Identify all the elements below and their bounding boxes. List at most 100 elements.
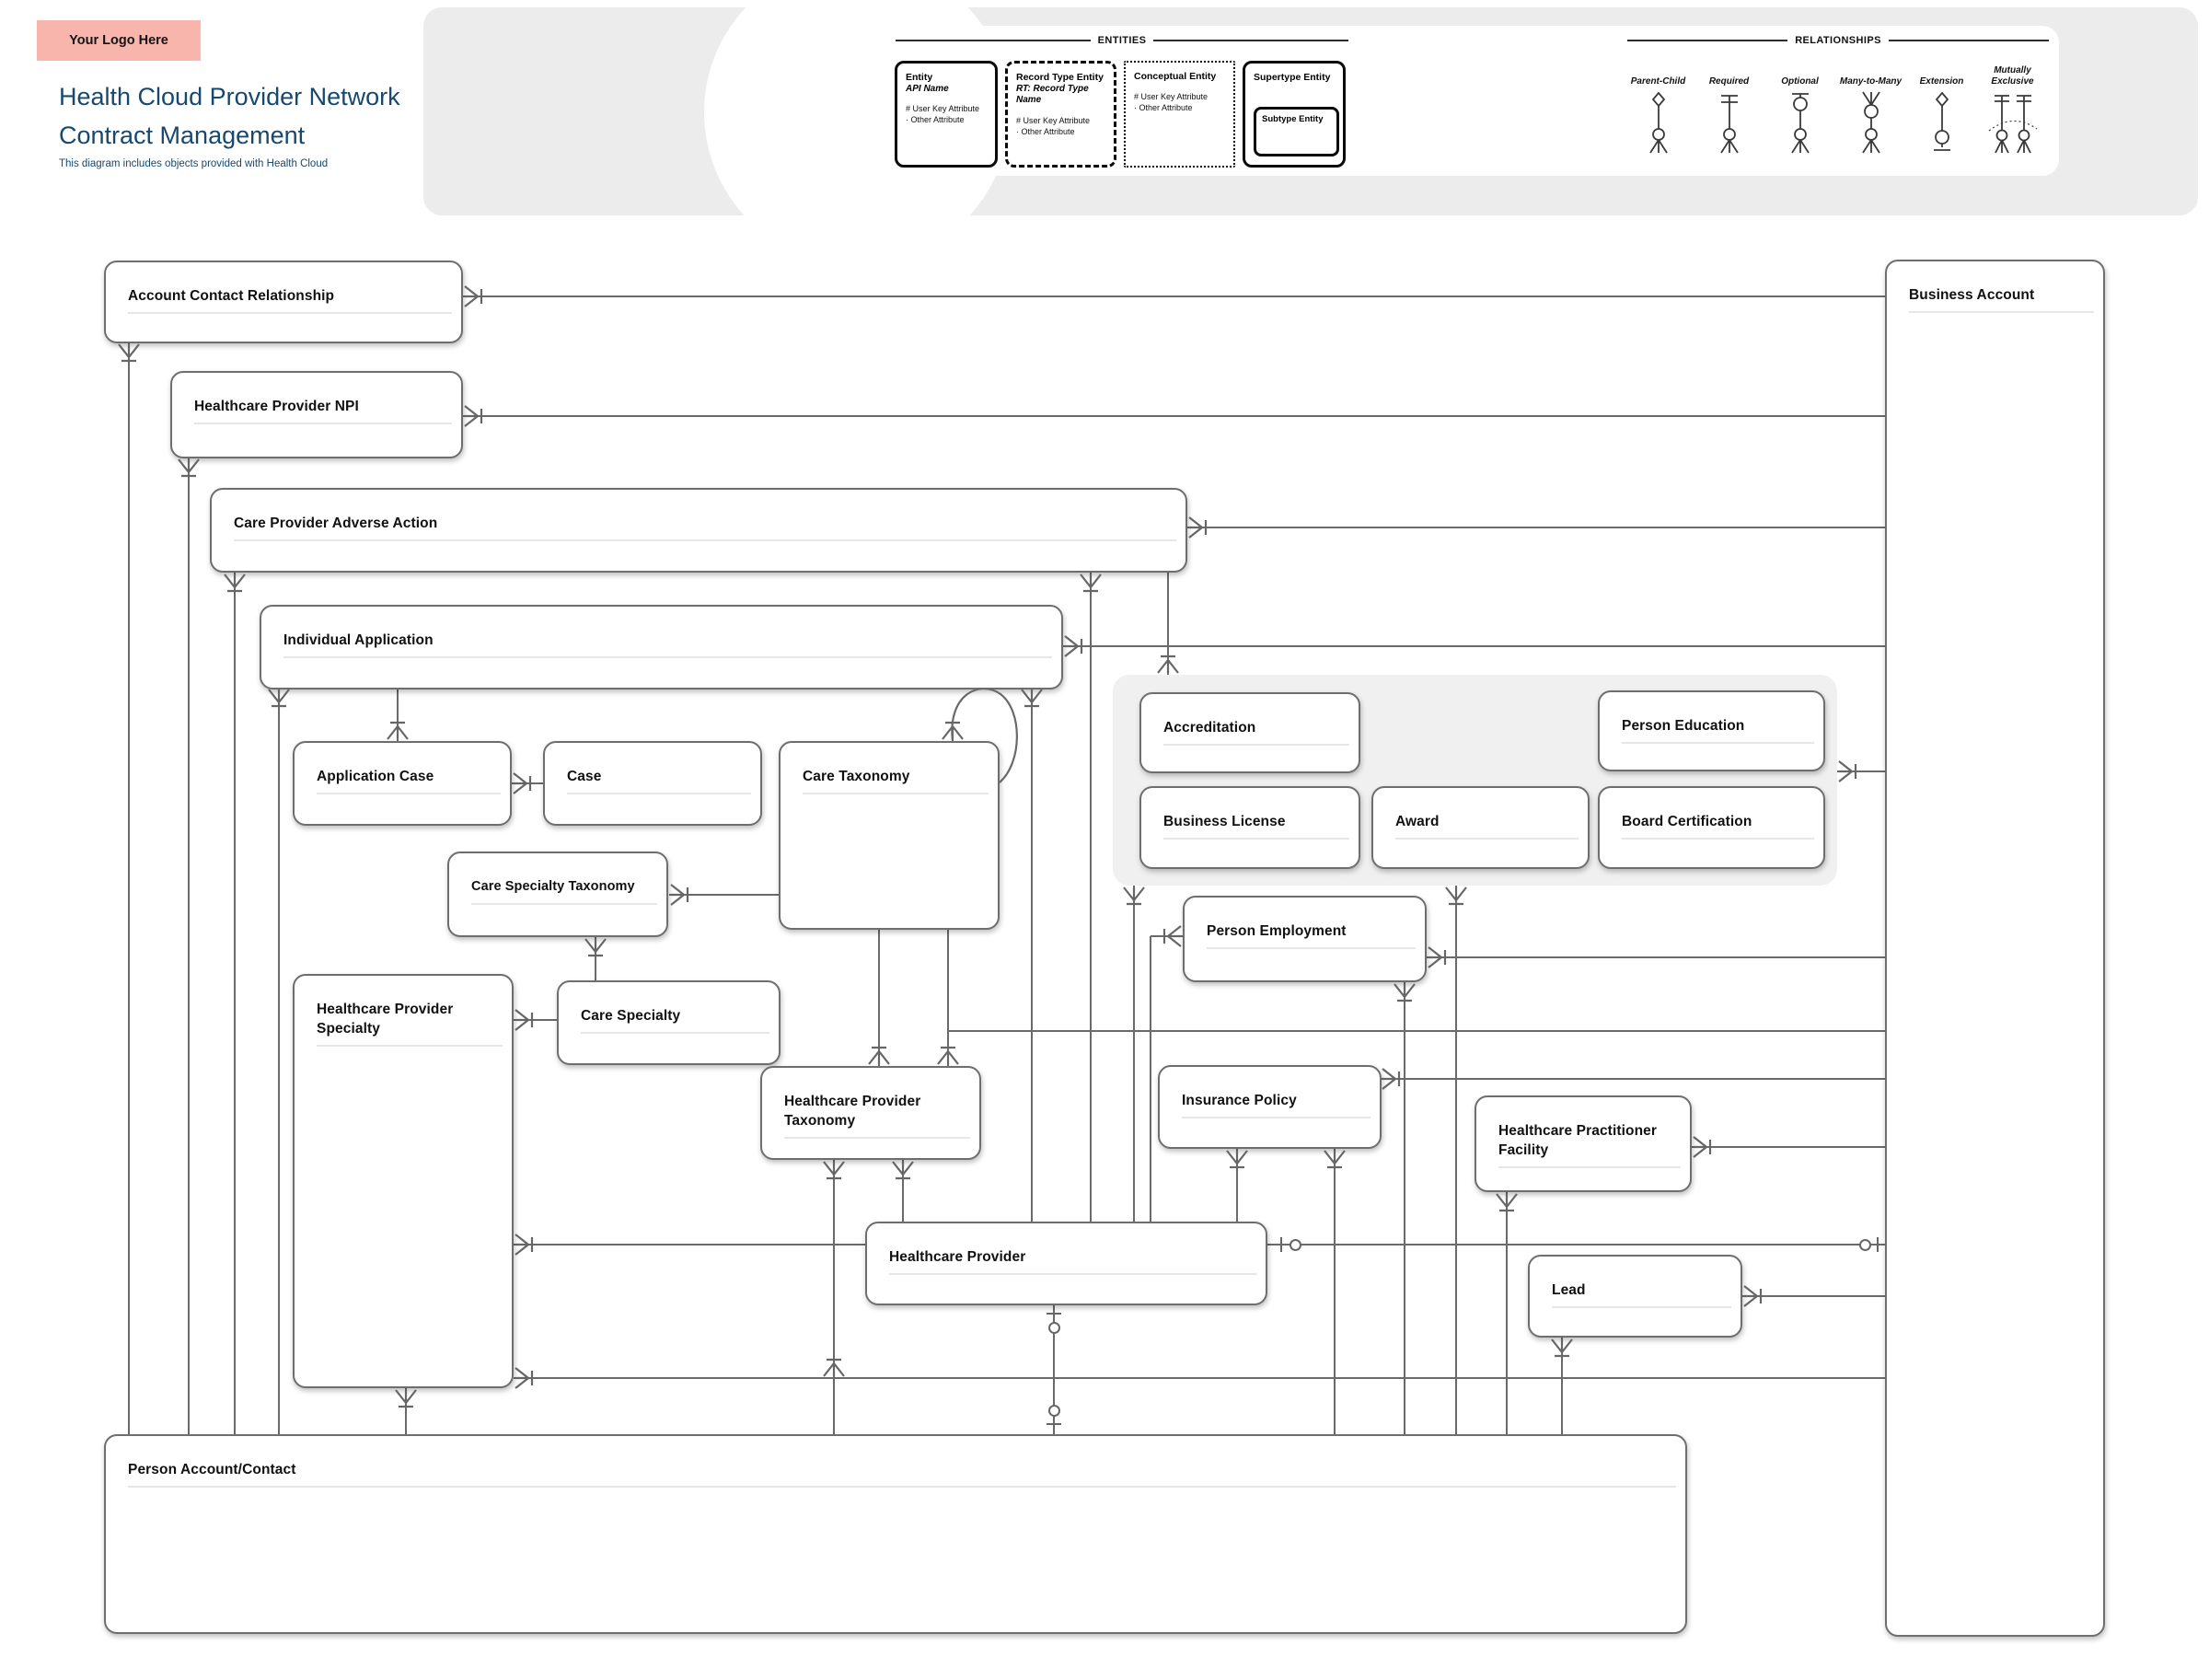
crow-foot-marker — [463, 284, 487, 313]
entity-care-taxonomy[interactable]: Care Taxonomy — [779, 741, 1000, 930]
crow-foot-marker — [1427, 945, 1451, 974]
entity-label: Individual Application — [283, 632, 434, 648]
divider — [1909, 311, 2094, 313]
crow-foot-marker — [117, 342, 141, 371]
page-title-line1: Health Cloud Provider Network — [59, 83, 400, 110]
legend-entity-attrs: # User Key Attribute · Other Attribute — [1134, 91, 1209, 112]
entity-healthcare-provider-specialty[interactable]: Healthcare Provider Specialty — [293, 974, 514, 1388]
connector-line — [902, 1160, 905, 1222]
entity-application-case[interactable]: Application Case — [293, 741, 512, 826]
entity-accreditation[interactable]: Accreditation — [1139, 692, 1360, 773]
page-title: Health Cloud Provider Network Contract M… — [59, 77, 400, 155]
relationship-label: Required — [1708, 75, 1750, 87]
divider — [128, 312, 452, 314]
connector-line — [1266, 1244, 1885, 1246]
crow-foot-marker — [936, 1044, 960, 1072]
divider — [1163, 744, 1349, 746]
divider — [128, 1486, 1676, 1488]
connector-line — [595, 937, 597, 980]
page-subtitle: This diagram includes objects provided w… — [59, 158, 329, 169]
divider — [1207, 947, 1416, 949]
connector-line — [1334, 1149, 1336, 1434]
divider — [1498, 1166, 1681, 1168]
connector-line — [1150, 936, 1152, 1222]
entity-award[interactable]: Award — [1371, 786, 1590, 869]
entity-label: Person Account/Contact — [128, 1462, 296, 1477]
connector-line — [278, 688, 281, 1434]
entity-business-license[interactable]: Business License — [1139, 786, 1360, 869]
entity-care-provider-adverse-action[interactable]: Care Provider Adverse Action — [210, 488, 1187, 573]
circle-marker — [1858, 1238, 1871, 1251]
divider — [1552, 1306, 1731, 1308]
crow-foot-marker — [1495, 1192, 1519, 1221]
entity-label: Healthcare Provider NPI — [194, 399, 359, 414]
connector-line — [514, 1377, 1885, 1380]
connector-line — [1692, 1146, 1885, 1149]
crow-foot-marker — [1020, 688, 1044, 716]
relationship-label: Parent-Child — [1630, 75, 1686, 87]
crow-foot-marker — [891, 1160, 915, 1188]
entity-label: Lead — [1552, 1282, 1586, 1298]
extension-icon — [1933, 91, 1950, 151]
crow-foot-marker — [584, 937, 607, 966]
circle-marker — [1047, 1321, 1060, 1334]
legend-supertype-entity: Supertype Entity Subtype Entity — [1243, 61, 1346, 168]
crow-foot-marker — [386, 719, 410, 747]
legend-conceptual-entity: Conceptual Entity # User Key Attribute ·… — [1124, 61, 1235, 168]
entity-person-employment[interactable]: Person Employment — [1183, 896, 1427, 982]
entity-lead[interactable]: Lead — [1528, 1255, 1742, 1338]
relationships-header-label: RELATIONSHIPS — [1795, 35, 1881, 46]
connector-line — [514, 1019, 557, 1022]
entity-individual-application[interactable]: Individual Application — [260, 605, 1063, 689]
crow-foot-marker — [267, 688, 291, 716]
connector-line — [1455, 886, 1458, 1434]
crow-foot-marker — [463, 404, 487, 433]
connector-line — [463, 415, 1885, 418]
crow-foot-marker — [822, 1160, 846, 1188]
divider — [194, 423, 452, 424]
connector-line — [833, 1160, 836, 1434]
self-relationship-loop — [934, 670, 1035, 799]
connector-line — [405, 1388, 408, 1434]
entity-care-specialty-taxonomy[interactable]: Care Specialty Taxonomy — [447, 852, 668, 937]
bar-marker — [1279, 1237, 1283, 1252]
divider — [803, 793, 989, 794]
connector-line — [1031, 688, 1034, 1222]
entity-label: Care Specialty — [581, 1008, 681, 1024]
entity-label: Business Account — [1909, 287, 2035, 303]
entity-insurance-policy[interactable]: Insurance Policy — [1158, 1065, 1382, 1149]
divider — [1163, 838, 1349, 840]
entity-case[interactable]: Case — [543, 741, 762, 826]
relationship-label: Extension — [1919, 75, 1964, 87]
connector-line — [1053, 1305, 1056, 1434]
crow-foot-marker — [514, 1233, 538, 1261]
crow-foot-marker — [1122, 886, 1146, 914]
crow-foot-marker — [1063, 634, 1087, 663]
entity-business-account[interactable]: Business Account — [1885, 260, 2105, 1637]
entity-healthcare-provider-taxonomy[interactable]: Healthcare Provider Taxonomy — [760, 1066, 981, 1160]
entity-healthcare-practitioner-facility[interactable]: Healthcare Practitioner Facility — [1475, 1095, 1692, 1192]
entity-board-certification[interactable]: Board Certification — [1598, 786, 1825, 869]
entity-care-specialty[interactable]: Care Specialty — [557, 980, 781, 1065]
connector-line — [1187, 527, 1885, 529]
relationship-optional: Optional — [1764, 64, 1835, 156]
relationship-label: Optional — [1781, 75, 1819, 87]
legend-entity-sublabel: RT: Record Type Name — [1016, 83, 1089, 106]
relationship-glyphs-row: Parent-Child Required Optional — [1623, 64, 2048, 156]
entity-healthcare-provider[interactable]: Healthcare Provider — [865, 1222, 1267, 1305]
entities-header-label: ENTITIES — [1097, 35, 1147, 46]
crow-foot-marker — [1225, 1149, 1249, 1177]
crow-foot-marker — [177, 458, 201, 486]
entity-account-contact-relationship[interactable]: Account Contact Relationship — [104, 261, 463, 343]
connector-line — [1837, 770, 1885, 773]
mutually-exclusive-icon — [1988, 95, 2037, 154]
entity-person-account-contact[interactable]: Person Account/Contact — [104, 1434, 1687, 1634]
legend-entity-type: Entity API Name # User Key Attribute · O… — [895, 61, 998, 168]
legend-entity-attrs: # User Key Attribute · Other Attribute — [906, 104, 980, 124]
crow-foot-marker — [1692, 1135, 1716, 1164]
entity-person-education[interactable]: Person Education — [1598, 690, 1825, 771]
entity-healthcare-provider-npi[interactable]: Healthcare Provider NPI — [170, 371, 463, 458]
crow-foot-marker — [512, 771, 536, 800]
crow-foot-marker — [1159, 924, 1183, 953]
entity-label: Person Employment — [1207, 923, 1347, 939]
